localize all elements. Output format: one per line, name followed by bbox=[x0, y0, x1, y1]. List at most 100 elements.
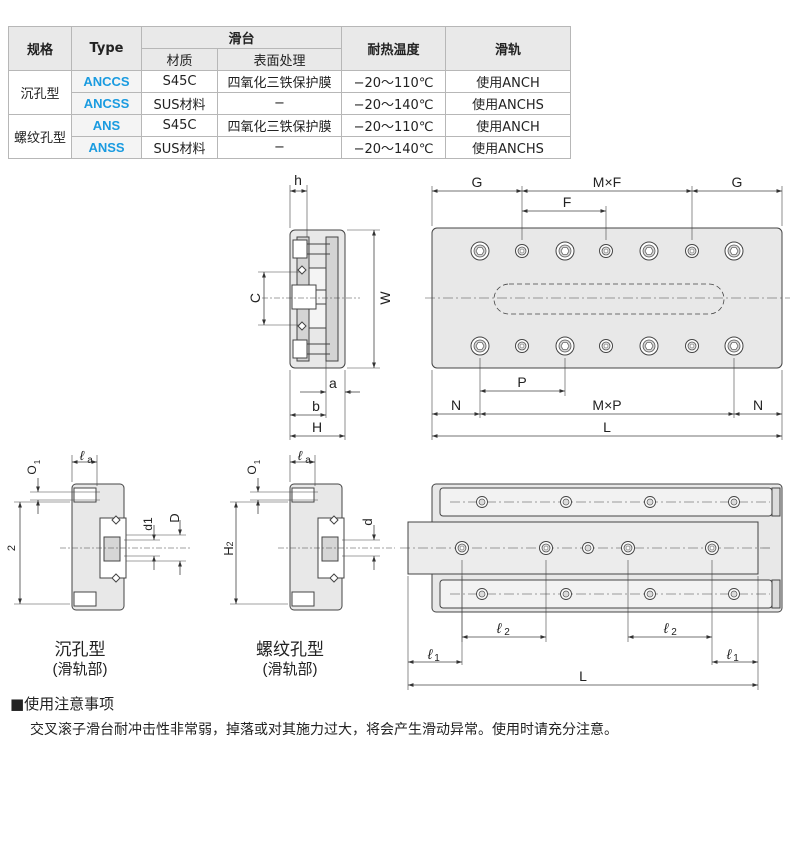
caution-title: ■使用注意事项 bbox=[10, 695, 115, 713]
rail-hole-icon bbox=[476, 496, 488, 508]
dim-O1: O bbox=[25, 465, 39, 474]
dim-h: h bbox=[294, 172, 302, 188]
rail-section-counterbore bbox=[14, 455, 190, 611]
dim-L-rail: L bbox=[579, 668, 587, 684]
dim-N-left: N bbox=[451, 397, 461, 413]
dim-MxP: M×P bbox=[592, 397, 621, 413]
material-cell: SUS材料 bbox=[141, 136, 218, 159]
rail-hole-icon bbox=[728, 496, 740, 508]
type-code: ANSS bbox=[71, 136, 142, 159]
rail-cell: 使用ANCHS bbox=[445, 136, 572, 159]
counterbore-hole-icon bbox=[555, 336, 575, 356]
dim-l2-left-sub: 2 bbox=[504, 627, 510, 638]
dim-l1-left-sub: 1 bbox=[434, 653, 440, 664]
header-slide-table: 滑台 bbox=[140, 26, 343, 49]
dim-la2-sub: a bbox=[305, 455, 311, 466]
tapped-hole-icon bbox=[515, 244, 529, 258]
rail-hole-icon bbox=[644, 588, 656, 600]
table-row: 螺纹孔型 ANS S45C 四氧化三铁保护膜 −20～110℃ 使用ANCH bbox=[8, 114, 572, 159]
dim-C: C bbox=[247, 293, 263, 303]
caption-counterbore: 沉孔型 bbox=[55, 640, 106, 659]
rail-hole-icon bbox=[705, 541, 719, 555]
rail-hole-icon bbox=[560, 588, 572, 600]
rail-hole-icon bbox=[539, 541, 553, 555]
dim-MxF: M×F bbox=[593, 174, 621, 190]
spec-cell: 螺纹孔型 bbox=[8, 114, 72, 159]
counterbore-hole-icon bbox=[724, 241, 744, 261]
counterbore-hole-icon bbox=[470, 241, 490, 261]
dim-G-left: G bbox=[472, 174, 483, 190]
dim-N-right: N bbox=[753, 397, 763, 413]
dim-H2-sub: 2 bbox=[225, 541, 235, 546]
rail-hole-icon bbox=[560, 496, 572, 508]
rail-hole-icon bbox=[455, 541, 469, 555]
heat-cell: −20～140℃ bbox=[341, 136, 447, 159]
counterbore-hole-icon bbox=[724, 336, 744, 356]
dim-L: L bbox=[603, 419, 611, 435]
dim-l2-right-sub: 2 bbox=[671, 627, 677, 638]
dim-D: D bbox=[167, 513, 182, 522]
dim-d: d bbox=[360, 518, 375, 525]
caution-text: 交叉滚子滑台耐冲击性非常弱，掉落或对其施力过大，将会产生滑动异常。使用时请充分注… bbox=[30, 722, 618, 738]
rail-hole-icon bbox=[476, 588, 488, 600]
dim-a: a bbox=[329, 375, 337, 391]
dim-W: W bbox=[377, 291, 393, 305]
dim-l1-right-sub: 1 bbox=[733, 653, 739, 664]
spec-cell: 沉孔型 bbox=[8, 70, 72, 115]
type-code: ANCSS bbox=[71, 92, 142, 115]
dim-l1-left-ell: ℓ bbox=[427, 646, 433, 662]
dim-O1-tapped: O bbox=[245, 465, 259, 474]
surface-cell: 四氧化三铁保护膜 bbox=[216, 70, 343, 93]
dim-l1-right-ell: ℓ bbox=[726, 646, 732, 662]
dim-H: H bbox=[312, 419, 322, 435]
rail-hole-icon bbox=[644, 496, 656, 508]
rail-top-view bbox=[400, 483, 783, 690]
dim-la-ell: ℓ bbox=[80, 448, 85, 463]
table-row: ANSS SUS材料 − −20～140℃ 使用ANCHS bbox=[9, 136, 572, 159]
heat-cell: −20～140℃ bbox=[341, 92, 447, 115]
counterbore-hole-icon bbox=[555, 241, 575, 261]
slide-top-view bbox=[425, 186, 790, 440]
rail-hole-icon bbox=[728, 588, 740, 600]
rail-cell: 使用ANCH bbox=[445, 114, 572, 137]
caption-tapped: 螺纹孔型 bbox=[256, 640, 324, 659]
caption-tapped-sub: (滑轨部) bbox=[263, 661, 318, 678]
rail-center-hole-icon bbox=[582, 542, 594, 554]
type-code: ANCCS bbox=[71, 70, 142, 93]
dim-F: F bbox=[563, 194, 572, 210]
header-spec: 规格 bbox=[8, 26, 72, 71]
heat-cell: −20～110℃ bbox=[341, 114, 447, 137]
rail-cell: 使用ANCHS bbox=[445, 92, 572, 115]
dim-l2-left-ell: ℓ bbox=[496, 620, 502, 636]
slide-side-view bbox=[258, 185, 380, 440]
dim-b: b bbox=[312, 398, 320, 414]
header-rail: 滑轨 bbox=[445, 26, 572, 71]
tapped-hole-icon bbox=[599, 244, 613, 258]
dim-l2-right-ell: ℓ bbox=[663, 620, 669, 636]
header-surface: 表面处理 bbox=[216, 48, 343, 71]
counterbore-hole-icon bbox=[639, 336, 659, 356]
table-row: ANCSS SUS材料 − −20～140℃ 使用ANCHS bbox=[9, 92, 572, 115]
dim-d1: d1 bbox=[141, 517, 155, 531]
table-row: 沉孔型 ANCCS S45C 四氧化三铁保护膜 −20～110℃ 使用ANCH bbox=[8, 70, 572, 115]
counterbore-hole-icon bbox=[639, 241, 659, 261]
dim-O1-sub: 1 bbox=[33, 459, 42, 464]
type-code: ANS bbox=[71, 114, 142, 137]
surface-cell: 四氧化三铁保护膜 bbox=[216, 114, 343, 137]
dim-la2-ell: ℓ bbox=[298, 448, 303, 463]
material-cell: SUS材料 bbox=[141, 92, 218, 115]
heat-cell: −20～110℃ bbox=[341, 70, 447, 93]
tapped-hole-icon bbox=[599, 339, 613, 353]
rail-section-tapped bbox=[230, 455, 395, 611]
dim-O1-tapped-sub: 1 bbox=[253, 459, 262, 464]
header-heat: 耐热温度 bbox=[341, 26, 447, 71]
dim-H2-counterbore: 2 bbox=[6, 545, 18, 551]
dim-P: P bbox=[517, 374, 526, 390]
tapped-hole-icon bbox=[515, 339, 529, 353]
tapped-hole-icon bbox=[685, 339, 699, 353]
spec-table: 规格 Type 滑台 耐热温度 滑轨 材质 表面处理 沉孔型 ANCCS S45… bbox=[8, 26, 572, 159]
rail-hole-icon bbox=[621, 541, 635, 555]
tapped-hole-icon bbox=[685, 244, 699, 258]
caption-counterbore-sub: (滑轨部) bbox=[53, 661, 108, 678]
dim-la-sub: a bbox=[87, 455, 93, 466]
